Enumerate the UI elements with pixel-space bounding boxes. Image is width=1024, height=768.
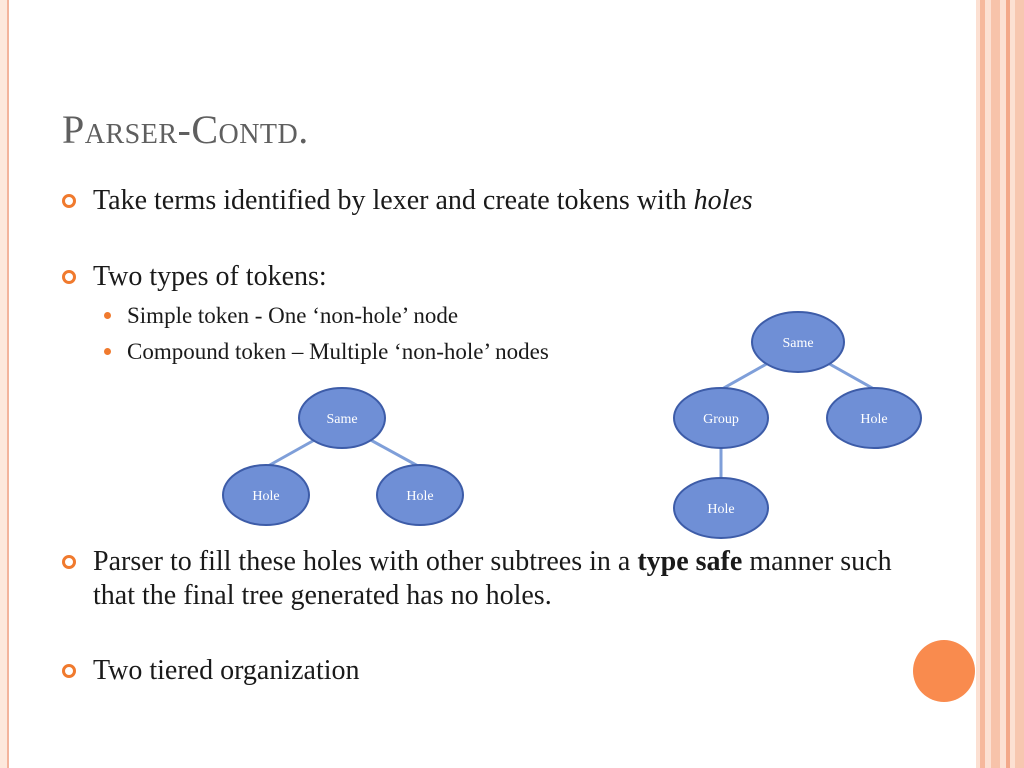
tree-node-child [673, 387, 769, 449]
frame-stripe [991, 0, 1000, 768]
bullet-text: Take terms identified by lexer and creat… [93, 184, 893, 218]
tree-node-root [751, 311, 845, 373]
bullet-bold: type safe [637, 546, 743, 577]
simple-token-tree: Same Hole Hole [222, 387, 464, 526]
tree-edge [366, 436, 419, 468]
bullet-text-part: Take terms identified by lexer and creat… [93, 185, 694, 216]
tree-node-label: Hole [252, 489, 279, 504]
decorative-circle [913, 640, 975, 702]
bullet-text: Two tiered organization [93, 655, 360, 686]
tree-node-root [298, 387, 386, 449]
bullet-text: Two types of tokens: [93, 261, 327, 292]
tree-node-label: Hole [406, 489, 433, 504]
tree-node-label: Hole [860, 412, 887, 427]
dot-bullet-icon [104, 348, 111, 355]
slide-canvas [11, 0, 976, 768]
tree-node-label: Group [703, 412, 739, 427]
frame-stripe [1015, 0, 1024, 768]
tree-node-child [826, 387, 922, 449]
dot-bullet-icon [104, 312, 111, 319]
bullet-item: Take terms identified by lexer and creat… [62, 184, 893, 218]
bullet-item: Two tiered organization [62, 654, 893, 688]
slide-frame-right [976, 0, 1024, 768]
slide-frame-left [0, 0, 9, 768]
ring-bullet-icon [62, 194, 76, 208]
bullet-item: Two types of tokens: [62, 260, 893, 294]
sub-bullet-text: Compound token – Multiple ‘non-hole’ nod… [127, 339, 549, 364]
bullet-item: Parser to fill these holes with other su… [62, 545, 893, 613]
sub-bullet-item: Simple token - One ‘non-hole’ node [104, 302, 458, 330]
bullet-text-part: manner such that the final tree generate… [93, 546, 892, 611]
frame-stripe [980, 0, 985, 768]
frame-stripe [1006, 0, 1010, 768]
bullet-text-part: Parser to fill these holes with other su… [93, 546, 638, 577]
ring-bullet-icon [62, 270, 76, 284]
tree-edge [825, 360, 875, 391]
tree-node-label: Hole [707, 502, 734, 517]
sub-bullet-text: Simple token - One ‘non-hole’ node [127, 303, 459, 328]
bullet-text: Parser to fill these holes with other su… [93, 545, 893, 613]
slide-title: Parser-Contd. [62, 107, 309, 152]
ring-bullet-icon [62, 555, 76, 569]
tree-node-label: Same [326, 412, 357, 427]
tree-node-child [222, 464, 310, 526]
compound-token-tree: Same Group Hole Hole [673, 311, 922, 539]
tree-edge [267, 436, 319, 468]
tree-node-label: Same [782, 336, 813, 351]
sub-bullet-item: Compound token – Multiple ‘non-hole’ nod… [104, 338, 549, 366]
ring-bullet-icon [62, 664, 76, 678]
bullet-emphasis: holes [693, 185, 753, 216]
tree-edge [721, 360, 771, 391]
tree-node-child [376, 464, 464, 526]
tree-node-grandchild [673, 477, 769, 539]
